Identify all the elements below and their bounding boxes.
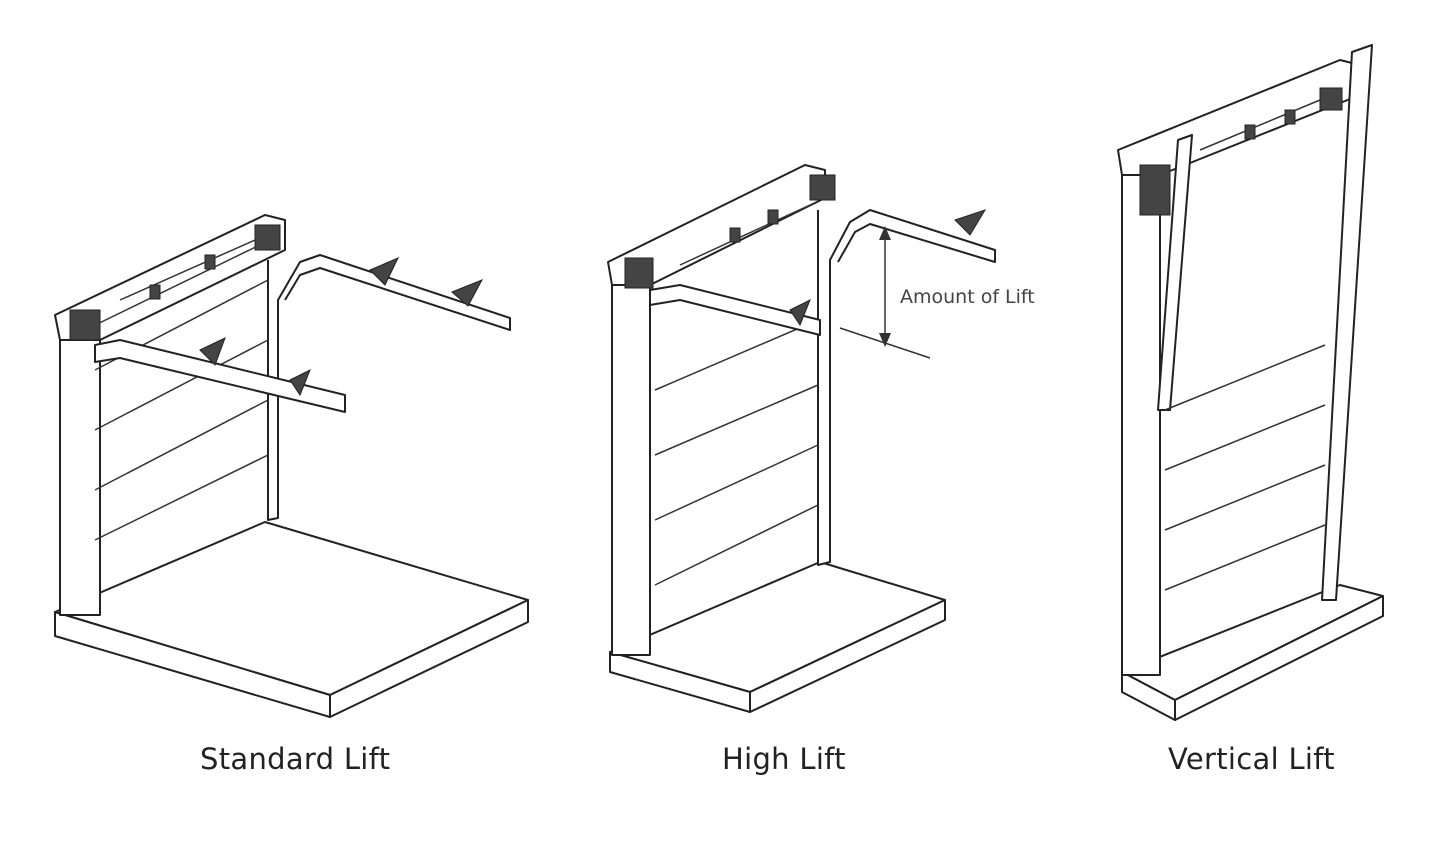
amount-of-lift-label: Amount of Lift [900,286,1035,308]
vertical-lift-drawing [1117,44,1384,721]
caption-high-lift: High Lift [722,742,846,776]
high-lift-drawing [607,164,996,713]
caption-vertical-lift: Vertical Lift [1168,742,1335,776]
standard-lift-drawing [54,214,529,718]
caption-standard-lift: Standard Lift [200,742,391,776]
